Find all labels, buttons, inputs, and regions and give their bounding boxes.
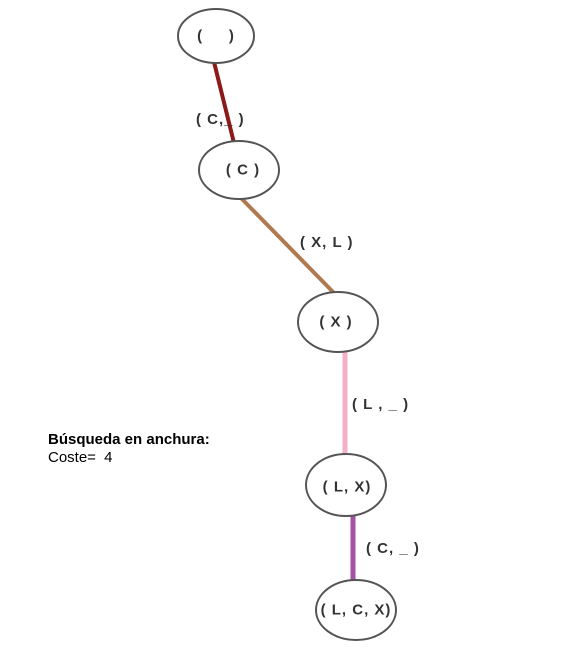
cost-line: Coste= 4 [48, 449, 210, 467]
edge-c-to-x [238, 195, 337, 296]
node-root-label: ( ) [197, 28, 235, 45]
node-c: ( C ) [198, 140, 280, 200]
search-caption: Búsqueda en anchura: Coste= 4 [48, 431, 210, 467]
node-lx-label: ( L, X) [323, 479, 372, 496]
cost-value: 4 [104, 449, 113, 466]
caption-title: Búsqueda en anchura: [48, 431, 210, 448]
edge-root-to-c [212, 60, 236, 145]
node-x-label: ( X ) [319, 314, 352, 331]
edge-label-x-to-lx: ( L , _ ) [352, 396, 409, 413]
node-x: ( X ) [297, 291, 379, 353]
node-root: ( ) [177, 8, 255, 64]
node-lcx-label: ( L, C, X) [321, 602, 392, 619]
edge-label-root-to-c: ( C,_ ) [196, 111, 245, 128]
edge-label-lx-to-lcx: ( C, _ ) [366, 540, 420, 557]
node-lx: ( L, X) [305, 453, 387, 517]
node-lcx: ( L, C, X) [315, 579, 397, 641]
cost-label: Coste= [48, 449, 96, 466]
edge-label-c-to-x: ( X, L ) [300, 234, 354, 251]
node-c-label: ( C ) [226, 162, 260, 179]
